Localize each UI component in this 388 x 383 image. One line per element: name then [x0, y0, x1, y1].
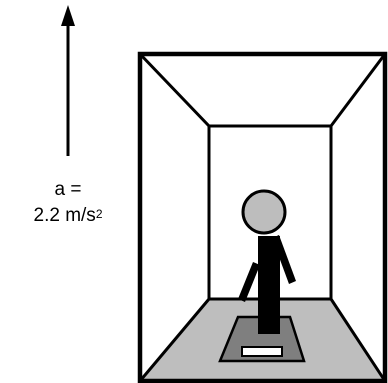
acceleration-arrow — [61, 5, 75, 156]
acceleration-value-line: 2.2 m/s2 — [0, 203, 136, 229]
person-body — [258, 236, 280, 334]
perspective-line-top-left — [138, 52, 211, 128]
perspective-line-bottom-left — [138, 298, 211, 382]
acceleration-value: 2.2 m/s — [33, 205, 96, 226]
acceleration-arrow-head — [61, 5, 75, 26]
perspective-line-bottom-right — [329, 298, 387, 382]
acceleration-exponent: 2 — [95, 207, 103, 221]
person-leg — [238, 262, 260, 302]
acceleration-label: a = 2.2 m/s2 — [0, 177, 136, 229]
person-head — [241, 189, 287, 235]
person — [238, 189, 296, 334]
elevator-frame — [137, 51, 388, 383]
scale-display — [241, 346, 283, 357]
acceleration-prefix: a = — [54, 179, 82, 200]
perspective-line-top-right — [329, 53, 387, 127]
elevator-car — [137, 51, 388, 383]
